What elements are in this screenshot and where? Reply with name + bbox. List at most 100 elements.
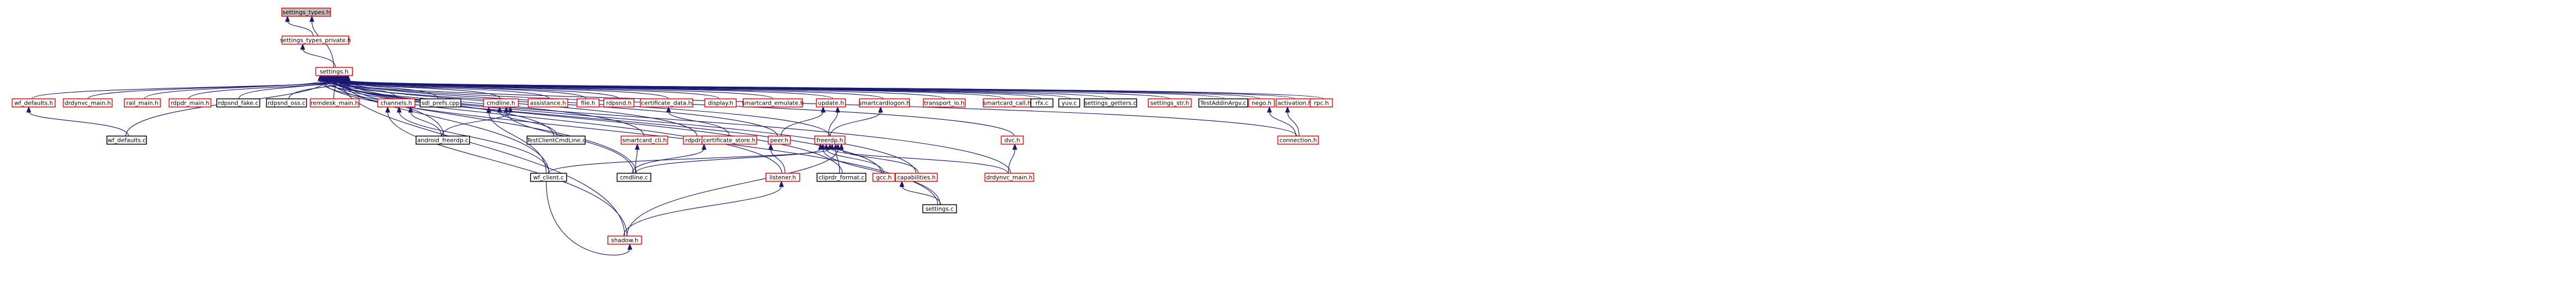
node-listener_h[interactable]: listener.h — [765, 173, 800, 182]
node-box — [12, 98, 56, 108]
node-TestClientCmdLine_c[interactable]: TestClientCmdLine.c — [526, 135, 586, 145]
node-label: dvc.h — [1004, 138, 1020, 144]
node-label: yuv.c — [1062, 101, 1077, 107]
node-box — [1030, 98, 1054, 108]
edge-connection_h-to-nego_h — [1267, 106, 1296, 137]
edge-capabilities_h-to-settings_h — [343, 74, 916, 174]
node-channels_h[interactable]: channels.h — [377, 98, 415, 108]
node-box — [106, 135, 147, 145]
node-label: nego.h — [1252, 101, 1271, 107]
node-rpc_h[interactable]: rpc.h — [1310, 98, 1333, 108]
node-cmdline_h[interactable]: cmdline.h — [483, 98, 519, 108]
edge-settings_h-to-settings_types_private_h — [300, 43, 336, 68]
node-label: assistance.h — [530, 101, 566, 107]
node-remdesk_main_h[interactable]: remdesk_main.h — [310, 98, 360, 108]
node-label: activation.h — [1277, 101, 1312, 107]
node-label: freerdp.h — [816, 138, 843, 144]
node-box — [281, 35, 350, 45]
node-nego_h[interactable]: nego.h — [1248, 98, 1275, 108]
node-gcc_h[interactable]: gcc.h — [872, 173, 895, 182]
node-sdl_prefs_cpp[interactable]: sdl_prefs.cpp — [420, 98, 461, 108]
edge-peer_h-to-update_h — [780, 106, 826, 137]
node-cmdline_c[interactable]: cmdline.c — [617, 173, 651, 182]
node-rdpsnd_h[interactable]: rdpsnd.h — [603, 98, 635, 108]
node-label: rdpsnd.h — [606, 101, 632, 107]
node-box — [420, 98, 461, 108]
node-cliprdr_format_c[interactable]: cliprdr_format.c — [816, 173, 866, 182]
node-settings_types_private_h[interactable]: settings_types_private.h — [280, 35, 351, 45]
edge-arrowhead — [899, 180, 905, 187]
edge-arrowhead — [835, 106, 840, 113]
edge-shadow_h-to-freerdp_h — [626, 143, 841, 237]
node-settings_h[interactable]: settings.h — [315, 67, 353, 76]
edge-arrowhead — [821, 106, 826, 113]
node-TestAddinArgv_c[interactable]: TestAddinArgv.c — [1198, 98, 1248, 108]
node-assistance_h[interactable]: assistance.h — [528, 98, 568, 108]
node-box — [1198, 98, 1248, 108]
node-box — [872, 173, 895, 182]
node-label: android_freerdp.c — [417, 138, 468, 144]
node-rfx_c[interactable]: rfx.c — [1030, 98, 1054, 108]
edge-gcc_h-to-settings_h — [324, 74, 882, 174]
node-capabilities_h[interactable]: capabilities.h — [895, 173, 938, 182]
node-rdpsnd_oss_c[interactable]: rdpsnd_oss.c — [266, 98, 307, 108]
edge-wf_client_c-to-channels_h — [396, 106, 550, 174]
node-drdynvc_main_h_right[interactable]: drdynvc_main.h — [984, 173, 1034, 182]
edge-wf_defaults_c-to-wf_defaults_h — [26, 106, 129, 137]
edge-cmdline_c-to-smartcard_cli_h — [635, 143, 640, 174]
node-box — [576, 98, 600, 108]
node-display_h[interactable]: display.h — [704, 98, 737, 108]
node-wf_defaults_c[interactable]: wf_defaults.c — [106, 135, 147, 145]
node-wf_client_c[interactable]: wf_client.c — [530, 173, 567, 182]
node-box — [266, 98, 307, 108]
node-rail_main_h[interactable]: rail_main.h — [124, 98, 161, 108]
edge-arrowhead — [385, 106, 390, 113]
edge-drdynvc_main_h_right-to-dvc_h — [1008, 143, 1017, 174]
node-shadow_h[interactable]: shadow.h — [607, 235, 642, 245]
node-rdpdr_main_h[interactable]: rdpdr_main.h — [169, 98, 212, 108]
node-label: wf_client.c — [533, 175, 564, 181]
node-box — [859, 98, 910, 108]
edge-arrowhead — [408, 106, 413, 113]
edge-shadow_h-to-channels_h — [385, 106, 628, 237]
node-smartcard_emulate_h[interactable]: smartcard_emulate.h — [742, 98, 804, 108]
node-connection_h[interactable]: connection.h — [1277, 135, 1319, 145]
node-yuv_c[interactable]: yuv.c — [1058, 98, 1080, 108]
node-settings_getters_c[interactable]: settings_getters.c — [1084, 98, 1137, 108]
edge-arrowhead — [503, 106, 509, 113]
node-settings_c[interactable]: settings.c — [922, 204, 957, 213]
node-rdpsnd_fake_c[interactable]: rdpsnd_fake.c — [216, 98, 260, 108]
node-label: smartcard_call.h — [983, 101, 1031, 107]
node-certificate_data_h[interactable]: certificate_data.h — [640, 98, 693, 108]
edge-settings_c-to-capabilities_h — [899, 180, 941, 205]
node-android_freerdp_c[interactable]: android_freerdp.c — [415, 135, 470, 145]
node-update_h[interactable]: update.h — [816, 98, 846, 108]
node-freerdp_h[interactable]: freerdp.h — [814, 135, 845, 145]
node-peer_h[interactable]: peer.h — [768, 135, 791, 145]
node-wf_defaults_h[interactable]: wf_defaults.h — [12, 98, 56, 108]
edge-arrowhead — [331, 74, 337, 81]
edge-arrowhead — [666, 106, 671, 113]
node-label: settings_types_private.h — [280, 38, 351, 44]
node-transport_io_h[interactable]: transport_io.h — [923, 98, 966, 108]
node-drdynvc_main_h_left[interactable]: drdynvc_main.h — [63, 98, 113, 108]
edge-arrowhead — [820, 143, 826, 150]
node-file_h[interactable]: file.h — [576, 98, 600, 108]
node-settings_str_h[interactable]: settings_str.h — [1148, 98, 1192, 108]
edge-arrowhead — [320, 74, 325, 81]
node-label: wf_defaults.h — [15, 101, 53, 107]
edge-cmdline_c-to-rdpdr_h — [632, 143, 707, 174]
node-certificate_store_h[interactable]: certificate_store.h — [701, 135, 757, 145]
edge-freerdp_h-to-update_h — [828, 106, 840, 137]
node-dvc_h[interactable]: dvc.h — [1001, 135, 1024, 145]
edge-arrowhead — [627, 243, 633, 250]
node-smartcardlogon_h[interactable]: smartcardlogon.h — [859, 98, 910, 108]
node-smartcard_call_h[interactable]: smartcard_call.h — [983, 98, 1031, 108]
edge-arrowhead — [1012, 143, 1017, 150]
node-smartcard_cli_h[interactable]: smartcard_cli.h — [621, 135, 668, 145]
node-label: drdynvc_main.h — [986, 175, 1033, 181]
edge-freerdp_h-to-smartcardlogon_h — [830, 106, 883, 137]
node-label: rpc.h — [1314, 101, 1328, 107]
node-activation_h[interactable]: activation.h — [1276, 98, 1314, 108]
node-label: settings.h — [320, 69, 348, 76]
